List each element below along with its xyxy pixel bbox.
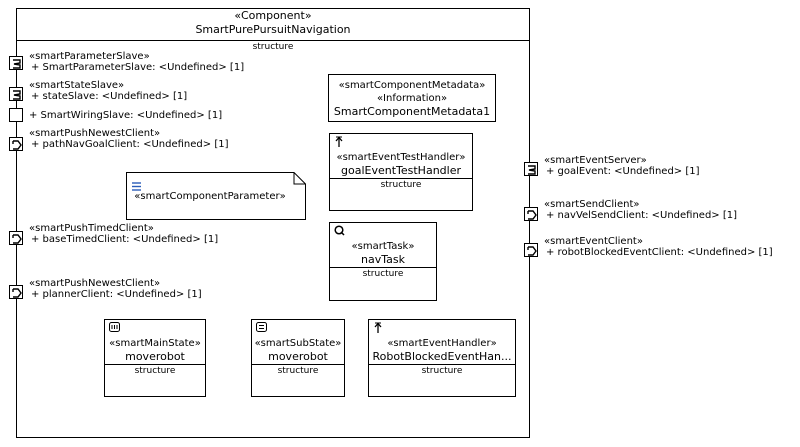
client-port-icon xyxy=(12,140,22,150)
port-parameter-slave-stereotype: «smartParameterSlave» xyxy=(29,51,150,62)
note-shape xyxy=(126,172,306,220)
port-goal-event-server-stereotype: «smartEventServer» xyxy=(544,155,647,166)
port-nav-vel-send-client-label: + navVelSendClient: <Undefined> [1] xyxy=(546,210,738,221)
slave-port-icon xyxy=(13,59,21,69)
client-port-icon xyxy=(527,210,537,220)
event-test-handler-box[interactable]: «smartEventTestHandler» goalEventTestHan… xyxy=(329,133,473,211)
plain-port-icon xyxy=(10,109,24,123)
main-state-icon xyxy=(109,322,120,335)
component-stereotype: «Component» xyxy=(234,9,312,22)
client-port-icon xyxy=(12,234,22,244)
event-test-handler-compartment: structure xyxy=(330,178,472,191)
port-nav-vel-send-client-stereotype: «smartSendClient» xyxy=(544,199,640,210)
main-state-box[interactable]: «smartMainState» moverobot structure xyxy=(104,319,206,397)
main-state-name: moverobot xyxy=(125,350,185,363)
arrow-up-icon xyxy=(334,136,344,151)
task-box[interactable]: «smartTask» navTask structure xyxy=(329,222,437,301)
component-parameter-note[interactable]: «smartComponentParameter» xyxy=(126,172,306,220)
component-name: SmartPurePursuitNavigation xyxy=(195,23,351,36)
event-test-handler-name: goalEventTestHandler xyxy=(341,164,461,177)
port-nav-vel-send-client[interactable] xyxy=(524,207,538,221)
sub-state-name: moverobot xyxy=(268,350,328,363)
port-wiring-slave-label: + SmartWiringSlave: <Undefined> [1] xyxy=(29,110,223,121)
sub-state-box[interactable]: «smartSubState» moverobot structure xyxy=(251,319,345,397)
port-wiring-slave[interactable] xyxy=(9,108,23,122)
sub-state-compartment: structure xyxy=(252,364,344,377)
port-state-slave[interactable] xyxy=(9,87,23,101)
port-goal-event-server-label: + goalEvent: <Undefined> [1] xyxy=(546,166,700,177)
port-base-timed-client-stereotype: «smartPushTimedClient» xyxy=(29,223,154,234)
port-planner-client-label: + plannerClient: <Undefined> [1] xyxy=(31,289,202,300)
client-port-icon xyxy=(12,288,22,298)
port-path-nav-goal-client-label: + pathNavGoalClient: <Undefined> [1] xyxy=(31,139,229,150)
main-state-compartment: structure xyxy=(105,364,205,377)
metadata-stereotype: «smartComponentMetadata» xyxy=(338,80,486,91)
task-q-icon xyxy=(334,225,345,239)
component-header: «Component» SmartPurePursuitNavigation xyxy=(17,9,529,41)
metadata-name: SmartComponentMetadata1 xyxy=(333,105,491,118)
task-stereotype: «smartTask» xyxy=(351,241,415,252)
component-parameter-stereotype: «smartComponentParameter» xyxy=(134,191,286,202)
metadata-stereotype-information: «Information» xyxy=(376,93,448,104)
port-robot-blocked-event-client-label: + robotBlockedEventClient: <Undefined> [… xyxy=(546,247,773,258)
port-state-slave-label: + stateSlave: <Undefined> [1] xyxy=(31,91,188,102)
event-handler-stereotype: «smartEventHandler» xyxy=(387,338,497,349)
port-path-nav-goal-client[interactable] xyxy=(9,137,23,151)
list-icon xyxy=(132,176,142,195)
sub-state-icon xyxy=(256,322,267,335)
server-port-icon xyxy=(528,165,536,175)
arrow-up-icon xyxy=(373,322,383,337)
task-name: navTask xyxy=(361,253,405,266)
event-test-handler-stereotype: «smartEventTestHandler» xyxy=(336,152,466,163)
port-base-timed-client[interactable] xyxy=(9,231,23,245)
port-robot-blocked-event-client-stereotype: «smartEventClient» xyxy=(544,236,643,247)
task-compartment: structure xyxy=(330,267,436,280)
port-path-nav-goal-client-stereotype: «smartPushNewestClient» xyxy=(29,128,161,139)
port-parameter-slave[interactable] xyxy=(9,56,23,70)
component-compartment-label: structure xyxy=(252,42,294,52)
port-goal-event-server[interactable] xyxy=(524,162,538,176)
port-planner-client-stereotype: «smartPushNewestClient» xyxy=(29,278,161,289)
event-handler-name: RobotBlockedEventHan... xyxy=(372,350,512,363)
event-handler-compartment: structure xyxy=(369,364,515,377)
port-robot-blocked-event-client[interactable] xyxy=(524,243,538,257)
client-port-icon xyxy=(527,246,537,256)
port-state-slave-stereotype: «smartStateSlave» xyxy=(29,80,125,91)
metadata-box[interactable]: «smartComponentMetadata» «Information» S… xyxy=(328,74,496,122)
sub-state-stereotype: «smartSubState» xyxy=(254,338,342,349)
port-parameter-slave-label: + SmartParameterSlave: <Undefined> [1] xyxy=(31,62,245,73)
slave-port-icon xyxy=(13,90,21,100)
event-handler-box[interactable]: «smartEventHandler» RobotBlockedEventHan… xyxy=(368,319,516,397)
port-base-timed-client-label: + baseTimedClient: <Undefined> [1] xyxy=(31,234,219,245)
port-planner-client[interactable] xyxy=(9,285,23,299)
main-state-stereotype: «smartMainState» xyxy=(109,338,201,349)
